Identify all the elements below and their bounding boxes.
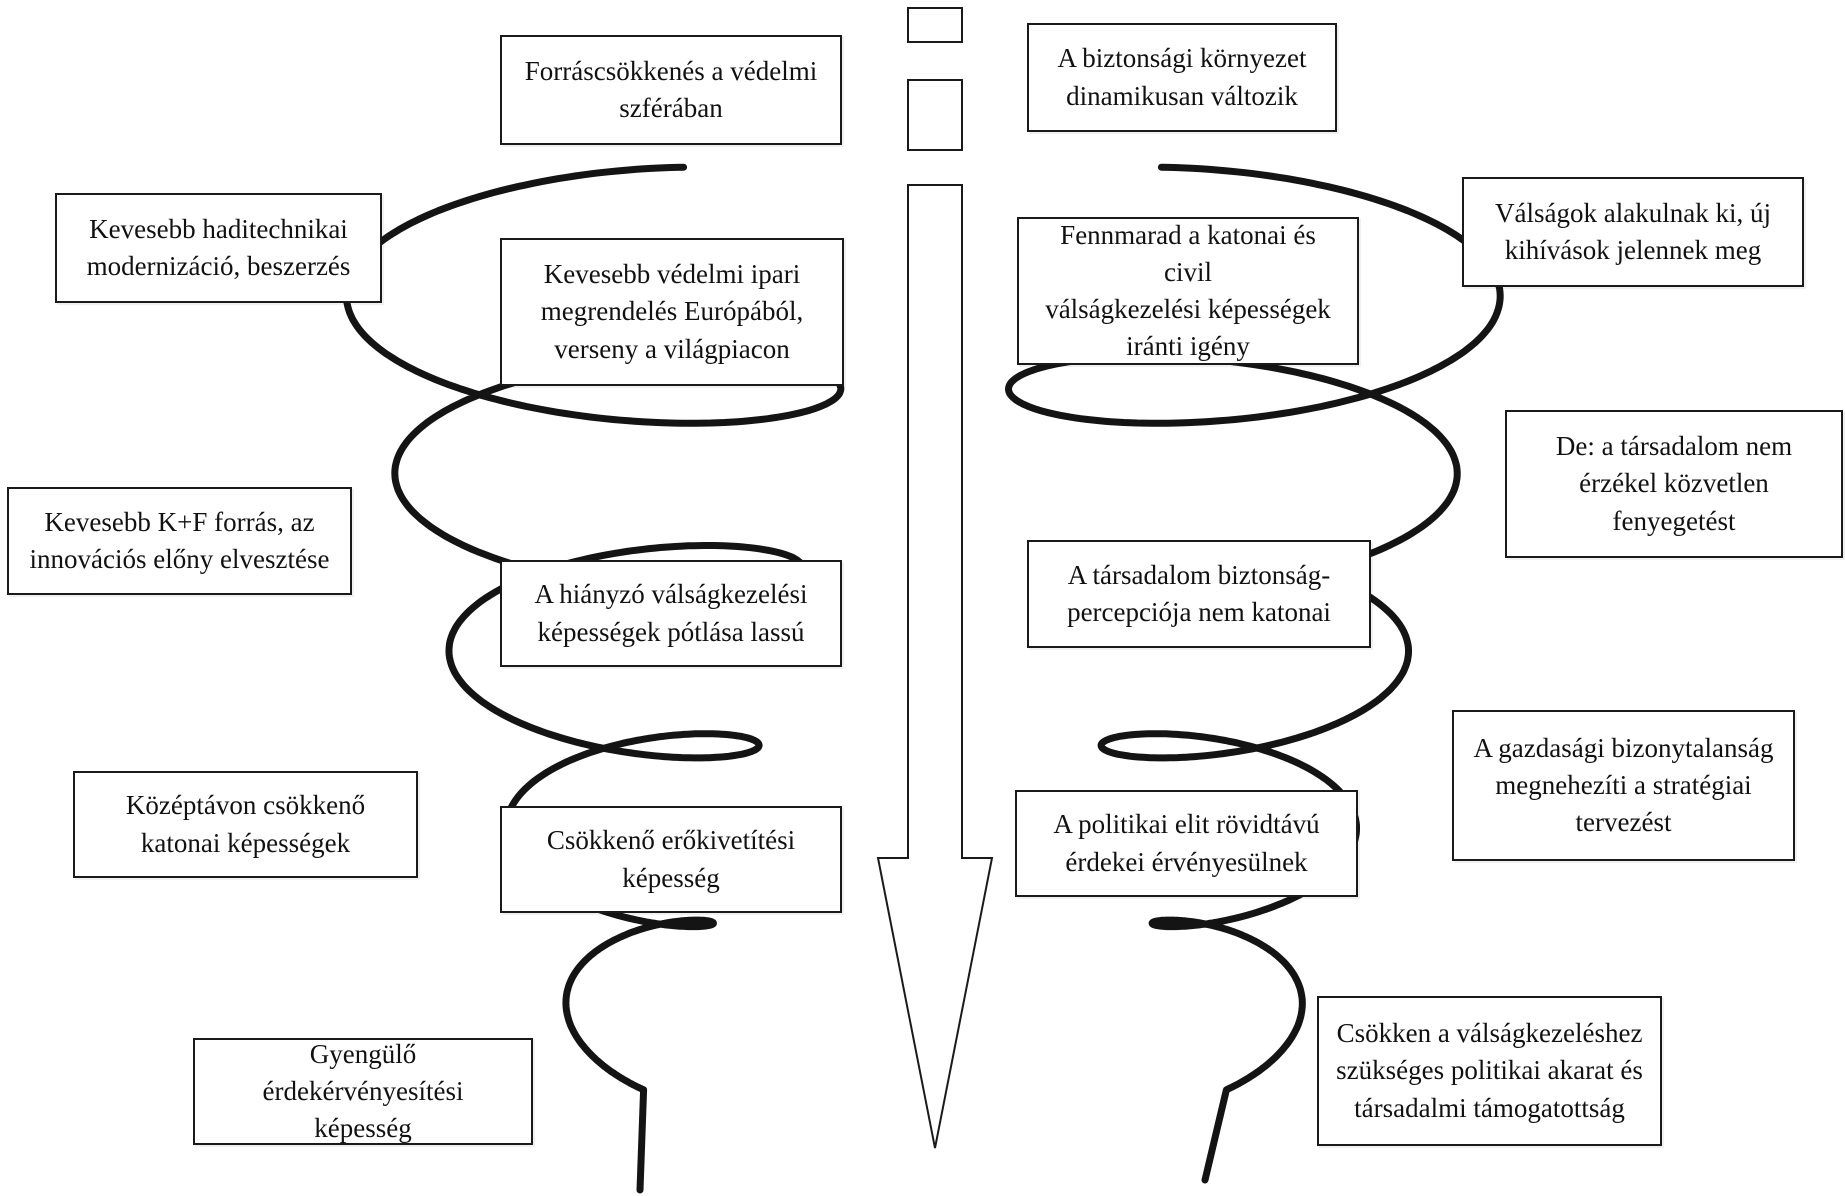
box-political-elite: A politikai elit rövidtávú érdekei érvén… (1015, 790, 1358, 897)
left-spiral (342, 163, 845, 1194)
box-weakening-advocacy: Gyengülő érdekérvényesítési képesség (193, 1038, 533, 1145)
right-spiral-curve (1005, 163, 1504, 1184)
box-security-environment: A biztonsági környezet dinamikusan válto… (1027, 23, 1337, 132)
box-decreasing-capabilities: Középtávon csökkenő katonai képességek (73, 771, 418, 878)
box-no-direct-threat: De: a társadalom nem érzékel közvetlen f… (1505, 410, 1843, 558)
box-decreasing-projection: Csökkenő erőkivetítési képesség (500, 806, 842, 913)
box-slow-replacement: A hiányzó válságkezelési képességek pótl… (500, 560, 842, 667)
box-economic-uncertainty: A gazdasági bizonytalanság megnehezíti a… (1452, 710, 1795, 861)
box-resource-decrease: Forráscsökkenés a védelmi szférában (500, 35, 842, 145)
arrow-body (876, 184, 994, 1149)
arrow-dash-top (907, 7, 963, 43)
box-demand-remains: Fennmarad a katonai és civil válságkezel… (1017, 217, 1359, 365)
arrow-dash-middle (907, 79, 963, 151)
box-decreasing-support: Csökken a válságkezeléshez szükséges pol… (1317, 996, 1662, 1146)
downward-arrow (876, 7, 994, 1149)
box-less-industry-orders: Kevesebb védelmi ipari megrendelés Európ… (500, 238, 844, 386)
left-spiral-curve (342, 163, 845, 1194)
box-non-military-perception: A társadalom biztonság- percepciója nem … (1027, 540, 1371, 648)
box-crises-emerge: Válságok alakulnak ki, új kihívások jele… (1462, 177, 1804, 287)
box-less-modernization: Kevesebb haditechnikai modernizáció, bes… (55, 193, 382, 303)
right-spiral (1005, 163, 1504, 1184)
box-less-rnd: Kevesebb K+F forrás, az innovációs előny… (7, 487, 352, 595)
